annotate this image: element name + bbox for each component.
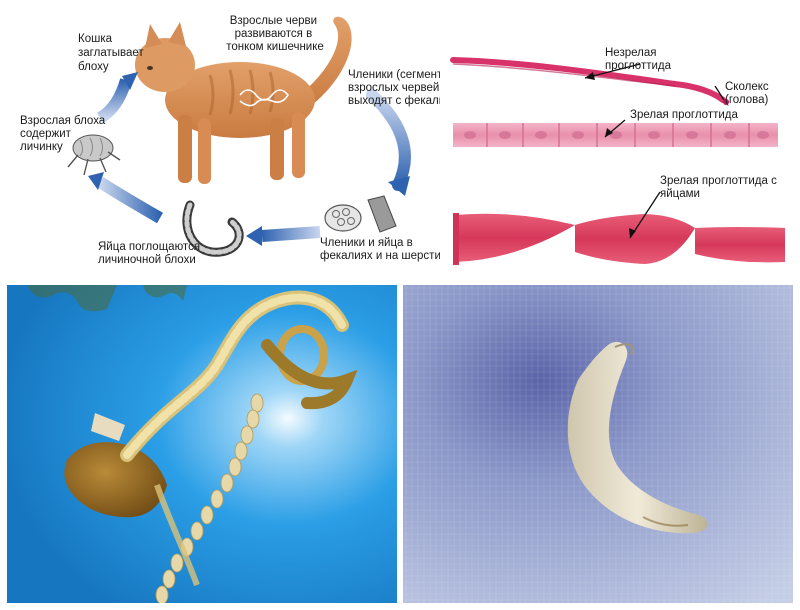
single-segment-photo	[403, 285, 793, 603]
worm-body	[120, 290, 358, 462]
scolex	[723, 99, 729, 105]
label-cat-eats-flea: Кошка заглатывает блоху	[78, 33, 147, 73]
worm-tissue-mass	[64, 413, 167, 518]
label-adult-flea: Взрослая блоха содержит личинку	[20, 115, 108, 153]
flea-larva-illustration	[182, 200, 244, 257]
tapeworm-segment	[567, 341, 708, 534]
mature-proglottid-chain	[453, 123, 778, 147]
egg-segment-illustration	[324, 195, 397, 233]
label-segments-exit: Членики (сегменты) взрослых червей выход…	[348, 69, 440, 107]
label-immature-proglottid: Незрелая проглоттида	[605, 47, 672, 72]
label-scolex: Сколекс (голова)	[725, 81, 772, 106]
label-mature-proglottid: Зрелая проглоттида	[630, 109, 738, 121]
lifecycle-panel: Кошка заглатывает блоху Взрослые черви р…	[0, 0, 440, 280]
flea-illustration	[67, 134, 121, 176]
label-adult-worms: Взрослые черви развиваются в тонком кише…	[226, 15, 324, 53]
proglottid-panel: Незрелая проглоттида Сколекс (голова) Зр…	[445, 0, 800, 280]
cat-illustration	[135, 16, 352, 184]
lifecycle-arrows	[88, 72, 411, 246]
label-eggs-eaten: Яйца поглощаются личиночной блохи	[98, 241, 203, 266]
immature-strobila	[450, 57, 726, 103]
label-segments-eggs: Членики и яйца в фекалиях и на шерсти	[320, 237, 440, 262]
worm-chain-photo	[7, 285, 397, 603]
label-gravid-proglottid: Зрелая проглоттида с яйцами	[660, 175, 780, 200]
gravid-proglottid-chain	[453, 213, 785, 265]
